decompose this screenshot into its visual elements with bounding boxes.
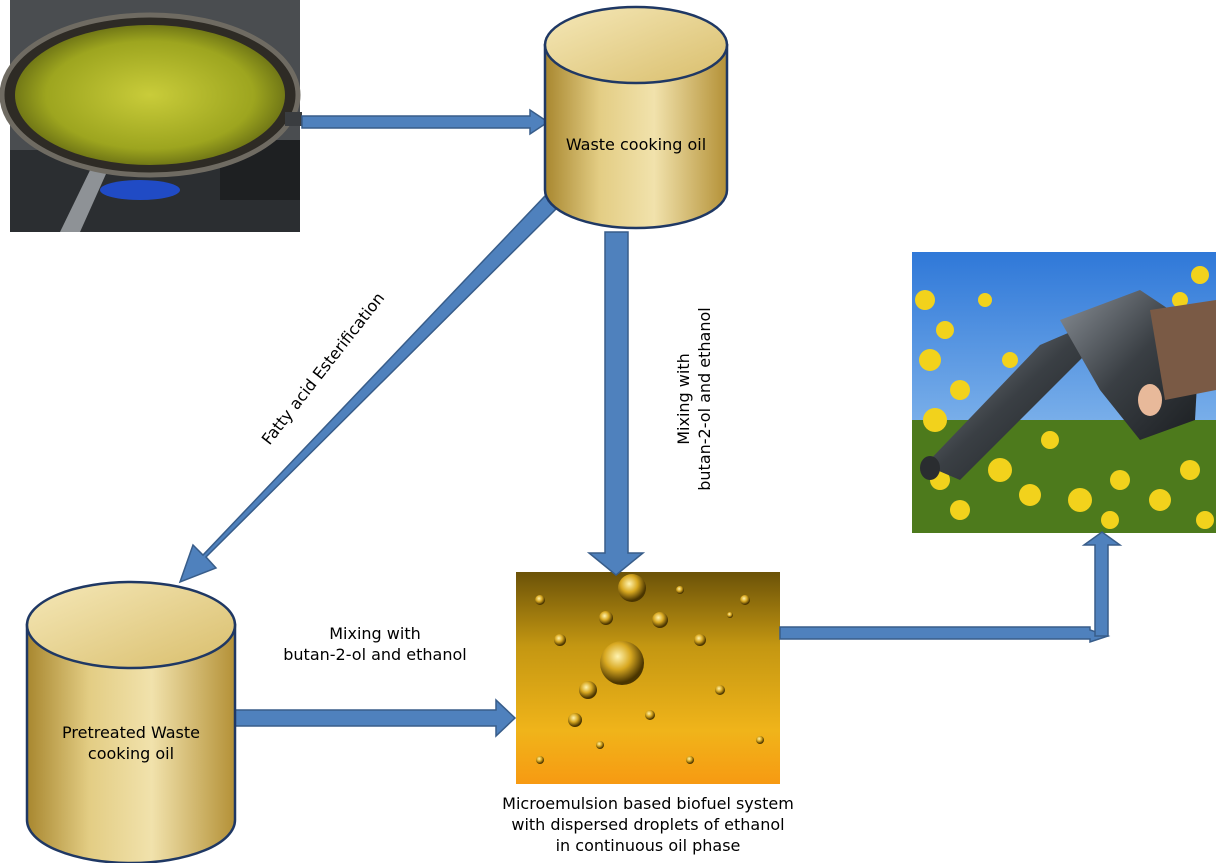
pretreated-label-line-2: cooking oil <box>87 744 175 763</box>
mixing-vertical-label: Mixing with butan-2-ol and ethanol <box>673 286 715 512</box>
mixing-v-line-2: butan-2-ol and ethanol <box>695 307 714 491</box>
arrow-pan-to-waste-oil <box>301 108 550 136</box>
caption-line-2: with dispersed droplets of ethanol <box>511 815 785 834</box>
arrow-pretreated-to-microemulsion <box>211 698 517 738</box>
caption-line-3: in continuous oil phase <box>555 836 741 855</box>
arrow-up-to-fuel <box>1081 531 1123 637</box>
pretreated-label-line-1: Pretreated Waste <box>62 723 200 742</box>
microemulsion-caption: Microemulsion based biofuel system with … <box>470 793 826 856</box>
oil-bubbles-photo <box>516 572 780 784</box>
fuel-nozzle-rapeseed-photo <box>912 252 1216 533</box>
pretreated-waste-oil-cylinder <box>25 580 237 863</box>
mixing-v-line-1: Mixing with <box>674 353 693 445</box>
arrow-waste-oil-to-pretreated <box>178 194 559 584</box>
mixing-horizontal-label: Mixing with butan-2-ol and ethanol <box>262 623 488 665</box>
pretreated-waste-oil-label: Pretreated Waste cooking oil <box>27 722 235 764</box>
mixing-h-line-2: butan-2-ol and ethanol <box>283 645 467 664</box>
frying-pan-photo <box>0 0 302 232</box>
arrow-waste-oil-to-microemulsion <box>586 231 646 576</box>
arrow-microemulsion-to-fuel <box>779 626 1111 644</box>
caption-line-1: Microemulsion based biofuel system <box>502 794 794 813</box>
mixing-h-line-1: Mixing with <box>329 624 421 643</box>
waste-cooking-oil-cylinder <box>543 5 729 230</box>
waste-cooking-oil-label: Waste cooking oil <box>565 135 707 154</box>
